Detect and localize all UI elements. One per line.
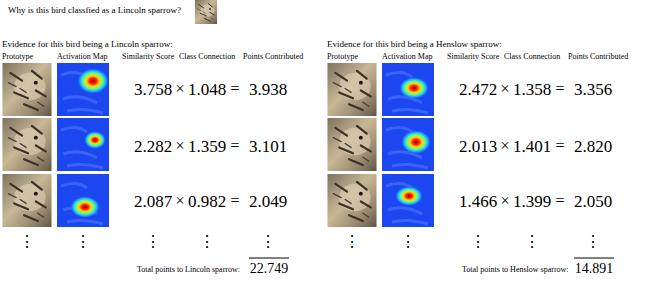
ellipsis-dots: ⋮	[260, 234, 276, 250]
total-label: Total points to Lincoln sparrow:	[137, 266, 240, 274]
times-sign: ×	[500, 193, 509, 209]
class-connection: 1.399	[513, 193, 551, 210]
class-connection: 1.359	[188, 138, 226, 155]
column-header: Points Contributed	[243, 53, 303, 61]
activation-map	[382, 118, 434, 171]
ellipsis-dots: ⋮	[344, 234, 360, 250]
similarity-score: 2.282	[134, 138, 172, 155]
points-contributed: 3.938	[249, 81, 287, 98]
points-contributed: 3.356	[574, 81, 612, 98]
equals-sign: =	[555, 81, 564, 97]
prototype-image	[2, 118, 51, 171]
points-contributed: 2.050	[574, 193, 612, 210]
prototype-image	[2, 174, 51, 227]
times-sign: ×	[175, 81, 184, 97]
equals-sign: =	[230, 193, 239, 209]
ellipsis-dots: ⋮	[199, 234, 215, 250]
activation-map	[57, 63, 109, 116]
equals-sign: =	[555, 193, 564, 209]
similarity-score: 2.472	[459, 81, 497, 98]
activation-map	[382, 174, 434, 227]
activation-map	[57, 174, 109, 227]
activation-map	[57, 118, 109, 171]
prototype-image	[327, 118, 376, 171]
equals-sign: =	[230, 81, 239, 97]
ellipsis-dots: ⋮	[585, 234, 601, 250]
similarity-score: 1.466	[459, 193, 497, 210]
points-contributed: 2.049	[249, 193, 287, 210]
column-header: Activation Map	[57, 53, 107, 61]
column-header: Activation Map	[382, 53, 432, 61]
column-header: Prototype	[327, 53, 358, 61]
times-sign: ×	[175, 138, 184, 154]
total-label: Total points to Henslow sparrow:	[462, 266, 569, 274]
class-connection: 1.358	[513, 81, 551, 98]
similarity-score: 3.758	[134, 81, 172, 98]
points-contributed: 2.820	[574, 138, 612, 155]
section-heading: Evidence for this bird being a Henslow s…	[327, 40, 502, 49]
column-header: Prototype	[2, 53, 33, 61]
prototype-image	[327, 63, 376, 116]
prototype-image	[2, 63, 51, 116]
figure-title: Why is this bird classfied as a Lincoln …	[8, 6, 181, 15]
column-header: Class Connection	[504, 53, 560, 61]
class-connection: 1.401	[513, 138, 551, 155]
sum-rule	[249, 258, 289, 259]
ellipsis-dots: ⋮	[19, 234, 35, 250]
activation-map	[382, 63, 434, 116]
similarity-score: 2.013	[459, 138, 497, 155]
equals-sign: =	[230, 138, 239, 154]
column-header: Similarity Score	[447, 53, 499, 61]
times-sign: ×	[500, 81, 509, 97]
total-value: 22.749	[250, 262, 289, 276]
ellipsis-dots: ⋮	[75, 234, 91, 250]
input-thumbnail	[195, 0, 217, 24]
points-contributed: 3.101	[249, 138, 287, 155]
class-connection: 0.982	[188, 193, 226, 210]
ellipsis-dots: ⋮	[145, 234, 161, 250]
class-connection: 1.048	[188, 81, 226, 98]
column-header: Similarity Score	[122, 53, 174, 61]
similarity-score: 2.087	[134, 193, 172, 210]
section-heading: Evidence for this bird being a Lincoln s…	[2, 40, 173, 49]
ellipsis-dots: ⋮	[524, 234, 540, 250]
sum-rule	[574, 258, 614, 259]
equals-sign: =	[555, 138, 564, 154]
ellipsis-dots: ⋮	[470, 234, 486, 250]
column-header: Points Contributed	[568, 53, 628, 61]
ellipsis-dots: ⋮	[400, 234, 416, 250]
prototype-image	[327, 174, 376, 227]
column-header: Class Connection	[179, 53, 235, 61]
times-sign: ×	[175, 193, 184, 209]
total-value: 14.891	[575, 262, 614, 276]
times-sign: ×	[500, 138, 509, 154]
